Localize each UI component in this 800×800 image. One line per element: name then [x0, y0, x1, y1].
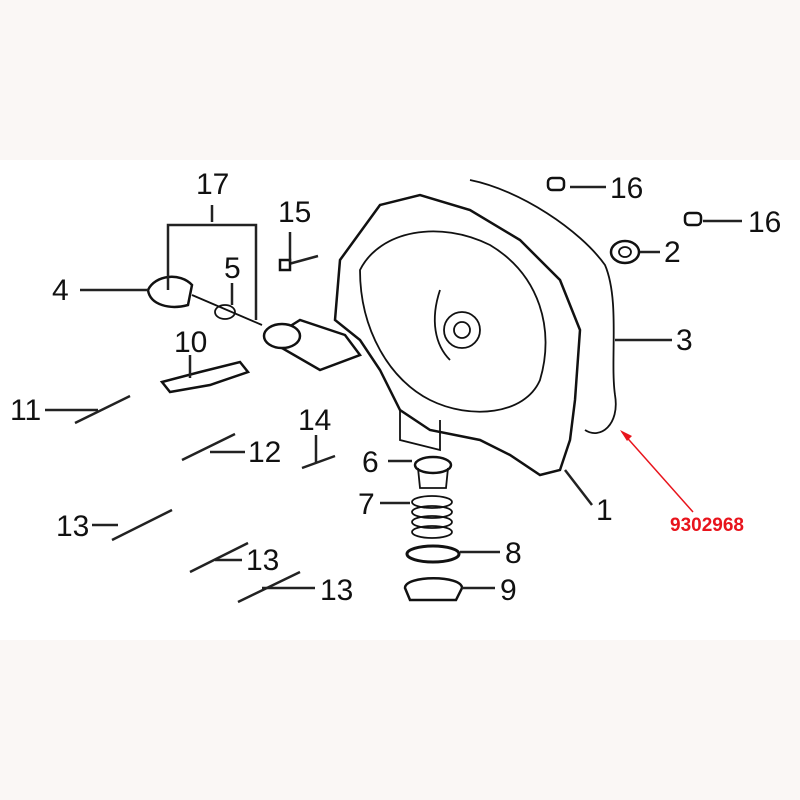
- drain-cap-part: [403, 577, 464, 602]
- dowel-pin-part: [546, 176, 566, 192]
- callout-7: 7: [358, 488, 375, 521]
- callout-16: 16: [610, 172, 643, 205]
- callout-5: 5: [224, 252, 241, 285]
- exploded-parts-diagram: 17 15 16 16 2 3 4 5 10 11 12 14 6 7 8 9 …: [0, 160, 800, 640]
- callout-13: 13: [246, 544, 279, 577]
- callout-4: 4: [52, 274, 69, 307]
- diagram-svg: 17 15 16 16 2 3 4 5 10 11 12 14 6 7 8 9 …: [10, 168, 781, 607]
- callout-17: 17: [196, 168, 229, 201]
- leader-lines: [45, 185, 742, 590]
- part-number-pointer: [621, 431, 694, 513]
- strainer-part: [413, 455, 453, 475]
- dipstick-part: [146, 275, 194, 309]
- callout-15: 15: [278, 196, 311, 229]
- dowel-pin-part: [683, 211, 703, 227]
- callout-11: 11: [10, 394, 41, 427]
- gasket-part: [469, 179, 617, 434]
- crankcase-cover-part: [333, 193, 582, 477]
- callout-1: 1: [596, 494, 613, 527]
- oil-seal-part: [609, 239, 641, 265]
- callout-2: 2: [664, 236, 681, 269]
- callout-9: 9: [500, 574, 517, 607]
- callout-16: 16: [748, 206, 781, 239]
- callout-6: 6: [362, 446, 379, 479]
- part-number-label: 9302968: [670, 515, 744, 536]
- callout-10: 10: [174, 326, 207, 359]
- callout-8: 8: [505, 537, 522, 570]
- callout-13: 13: [56, 510, 89, 543]
- callout-12: 12: [248, 436, 281, 469]
- o-ring-part: [405, 544, 461, 564]
- bracket-part: [159, 360, 251, 394]
- spring-part: [411, 495, 453, 539]
- callout-13: 13: [320, 574, 353, 607]
- callout-14: 14: [298, 404, 331, 437]
- callout-3: 3: [676, 324, 693, 357]
- bolts: [74, 394, 336, 604]
